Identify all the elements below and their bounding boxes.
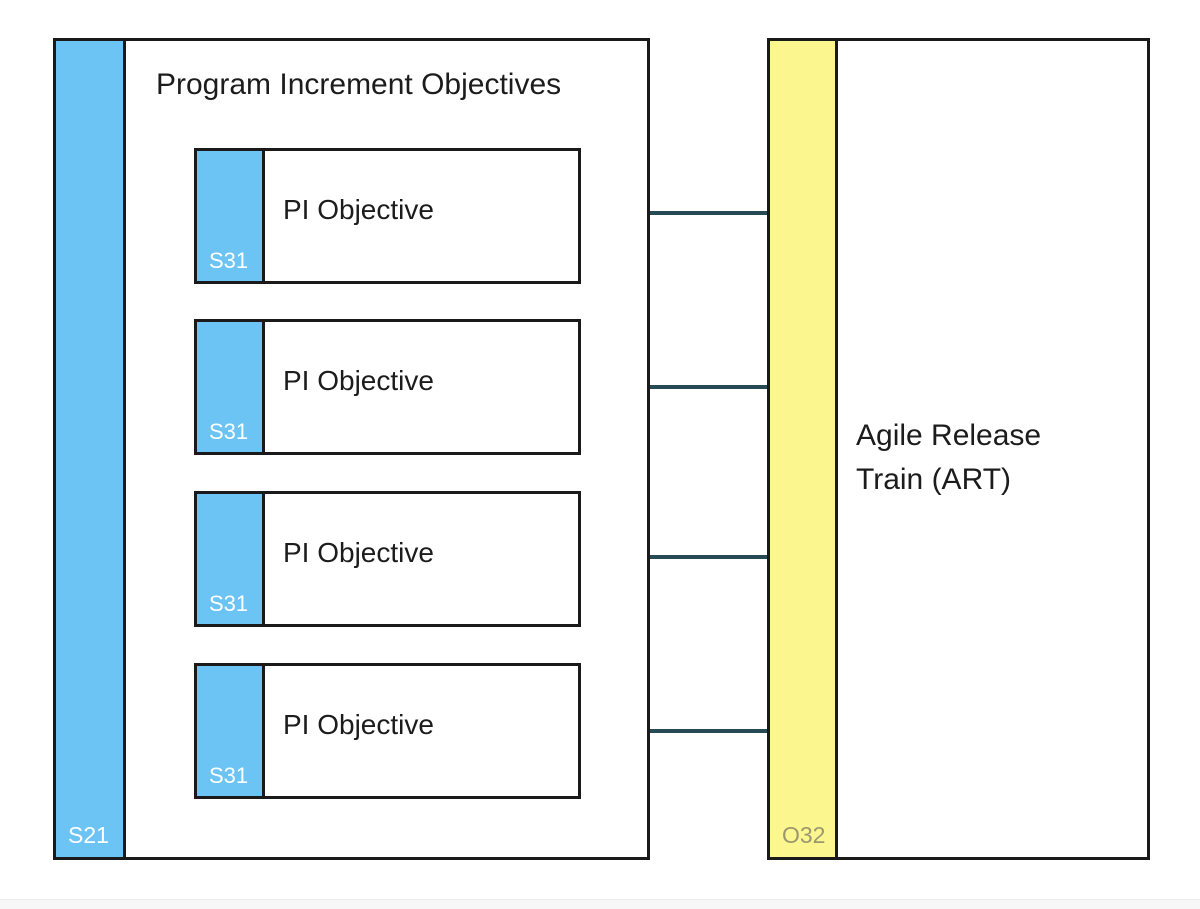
- right-panel-color-tab: O32: [770, 41, 838, 857]
- left-panel-color-tab: S21: [56, 41, 126, 857]
- bottom-divider: [0, 899, 1200, 909]
- objective-card-1-label: PI Objective: [283, 194, 434, 225]
- objective-card-4-color-tab: S31: [197, 666, 265, 796]
- objective-card-2-label: PI Objective: [283, 365, 434, 396]
- page-title: Program Increment Objectives: [156, 68, 562, 101]
- objective-card-3-code-label: S31: [209, 591, 249, 616]
- objective-card-4-label: PI Objective: [283, 709, 434, 740]
- objective-card-2-code-label: S31: [209, 419, 249, 444]
- connector-objective-1: [580, 211, 767, 215]
- agile-release-train-panel[interactable]: O32 Agile Release Train (ART): [767, 38, 1150, 860]
- agile-release-train-heading: Agile Release Train (ART): [856, 419, 1042, 497]
- objective-card-1-code-label: S31: [209, 248, 249, 273]
- objective-card-1[interactable]: S31 PI Objective: [194, 148, 581, 284]
- connector-objective-3: [580, 555, 767, 559]
- connector-objective-2: [580, 385, 767, 389]
- right-panel-code-label: O32: [782, 822, 826, 848]
- program-increment-objectives-panel[interactable]: S21 Program Increment Objectives S31 PI …: [53, 38, 650, 860]
- connector-objective-4: [580, 729, 767, 733]
- objective-card-2-color-tab: S31: [197, 322, 265, 452]
- left-panel-code-label: S21: [68, 822, 109, 848]
- objective-card-4[interactable]: S31 PI Objective: [194, 663, 581, 799]
- objective-card-1-color-tab: S31: [197, 151, 265, 281]
- objective-card-2[interactable]: S31 PI Objective: [194, 319, 581, 455]
- objective-card-3[interactable]: S31 PI Objective: [194, 491, 581, 627]
- objective-card-3-color-tab: S31: [197, 494, 265, 624]
- objective-card-4-code-label: S31: [209, 763, 249, 788]
- objective-card-3-label: PI Objective: [283, 537, 434, 568]
